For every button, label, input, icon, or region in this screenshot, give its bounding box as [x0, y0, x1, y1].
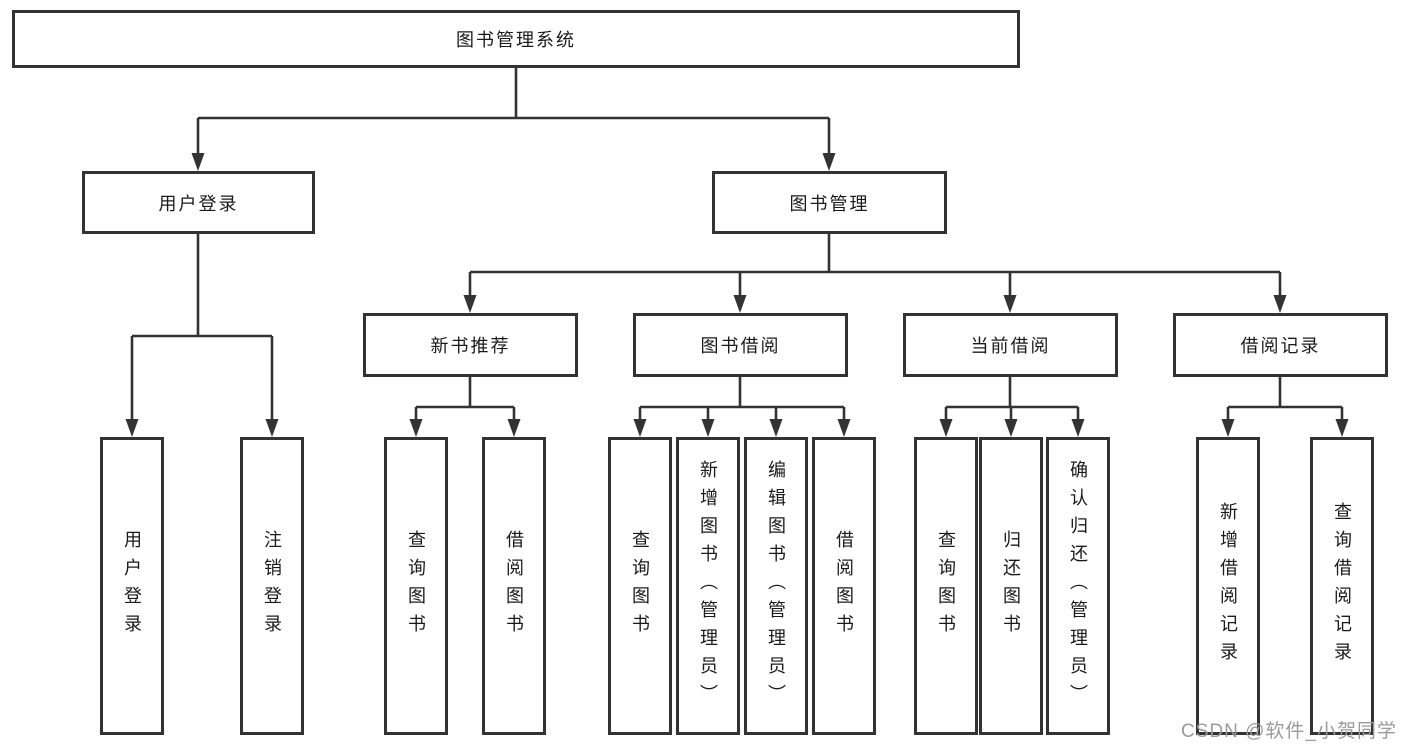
connector-current-children: [944, 377, 1080, 423]
node-current-borrow: 当前借阅: [903, 313, 1118, 377]
arrowhead-icon: [939, 419, 953, 437]
leaf-user-login: 用户登录: [100, 437, 164, 735]
connector-borrow-children: [638, 377, 846, 423]
leaf-add-book-admin-label: 新增图书（管理员）: [698, 460, 718, 712]
leaf-return-book-label: 归还图书: [1001, 530, 1021, 642]
leaf-query-book-borrow: 查询图书: [608, 437, 672, 735]
leaf-confirm-return-admin-label: 确认归还（管理员）: [1068, 460, 1088, 712]
leaf-logout: 注销登录: [240, 437, 304, 735]
arrowheads: [125, 153, 1349, 437]
leaf-edit-book-admin: 编辑图书（管理员）: [744, 437, 808, 735]
node-root-label: 图书管理系统: [456, 30, 576, 50]
arrowhead-icon: [125, 419, 139, 437]
connector-bookmgmt-children: [468, 234, 1282, 298]
node-new-book-recommend-label: 新书推荐: [430, 336, 511, 356]
connector-root-children: [196, 68, 831, 156]
leaf-query-borrow-record-label: 查询借阅记录: [1332, 502, 1352, 670]
connector-paths: [130, 68, 1344, 423]
arrowhead-icon: [1221, 419, 1235, 437]
arrowhead-icon: [701, 419, 715, 437]
connector-newbook-children: [414, 377, 516, 423]
arrowhead-icon: [769, 419, 783, 437]
node-book-borrow: 图书借阅: [633, 313, 848, 377]
leaf-borrow-book-label: 借阅图书: [834, 530, 854, 642]
arrowhead-icon: [1335, 419, 1349, 437]
arrowhead-icon: [822, 153, 836, 171]
node-book-management: 图书管理: [712, 171, 947, 234]
arrowhead-icon: [1004, 419, 1018, 437]
leaf-borrow-book-recommend: 借阅图书: [482, 437, 546, 735]
leaf-query-borrow-record: 查询借阅记录: [1310, 437, 1374, 735]
arrowhead-icon: [633, 419, 647, 437]
connector-userlogin-children: [130, 234, 274, 423]
leaf-query-book-recommend: 查询图书: [384, 437, 448, 735]
leaf-edit-book-admin-label: 编辑图书（管理员）: [766, 460, 786, 712]
leaf-add-borrow-record-label: 新增借阅记录: [1218, 502, 1238, 670]
arrowhead-icon: [1003, 295, 1017, 313]
leaf-confirm-return-admin: 确认归还（管理员）: [1046, 437, 1110, 735]
node-new-book-recommend: 新书推荐: [363, 313, 578, 377]
node-borrow-record-label: 借阅记录: [1240, 336, 1321, 356]
leaf-return-book: 归还图书: [979, 437, 1043, 735]
arrowhead-icon: [265, 419, 279, 437]
leaf-query-book-borrow-label: 查询图书: [630, 530, 650, 642]
leaf-add-borrow-record: 新增借阅记录: [1196, 437, 1260, 735]
node-user-login-label: 用户登录: [158, 193, 239, 214]
arrowhead-icon: [507, 419, 521, 437]
node-book-borrow-label: 图书借阅: [700, 336, 781, 356]
leaf-add-book-admin: 新增图书（管理员）: [676, 437, 740, 735]
arrowhead-icon: [463, 295, 477, 313]
connector-record-children: [1226, 377, 1344, 423]
arrowhead-icon: [409, 419, 423, 437]
node-current-borrow-label: 当前借阅: [970, 336, 1051, 356]
leaf-borrow-book: 借阅图书: [812, 437, 876, 735]
node-borrow-record: 借阅记录: [1173, 313, 1388, 377]
node-user-login: 用户登录: [82, 171, 315, 234]
node-book-management-label: 图书管理: [789, 193, 870, 214]
leaf-query-book-current: 查询图书: [914, 437, 978, 735]
arrowhead-icon: [191, 153, 205, 171]
leaf-query-book-recommend-label: 查询图书: [406, 530, 426, 642]
leaf-query-book-current-label: 查询图书: [936, 530, 956, 642]
arrowhead-icon: [1071, 419, 1085, 437]
leaf-logout-label: 注销登录: [262, 530, 282, 642]
leaf-user-login-label: 用户登录: [122, 530, 142, 642]
leaf-borrow-book-recommend-label: 借阅图书: [504, 530, 524, 642]
arrowhead-icon: [733, 295, 747, 313]
arrowhead-icon: [837, 419, 851, 437]
node-root: 图书管理系统: [12, 10, 1020, 68]
csdn-watermark: CSDN @软件_小贺同学: [1181, 721, 1397, 742]
arrowhead-icon: [1273, 295, 1287, 313]
